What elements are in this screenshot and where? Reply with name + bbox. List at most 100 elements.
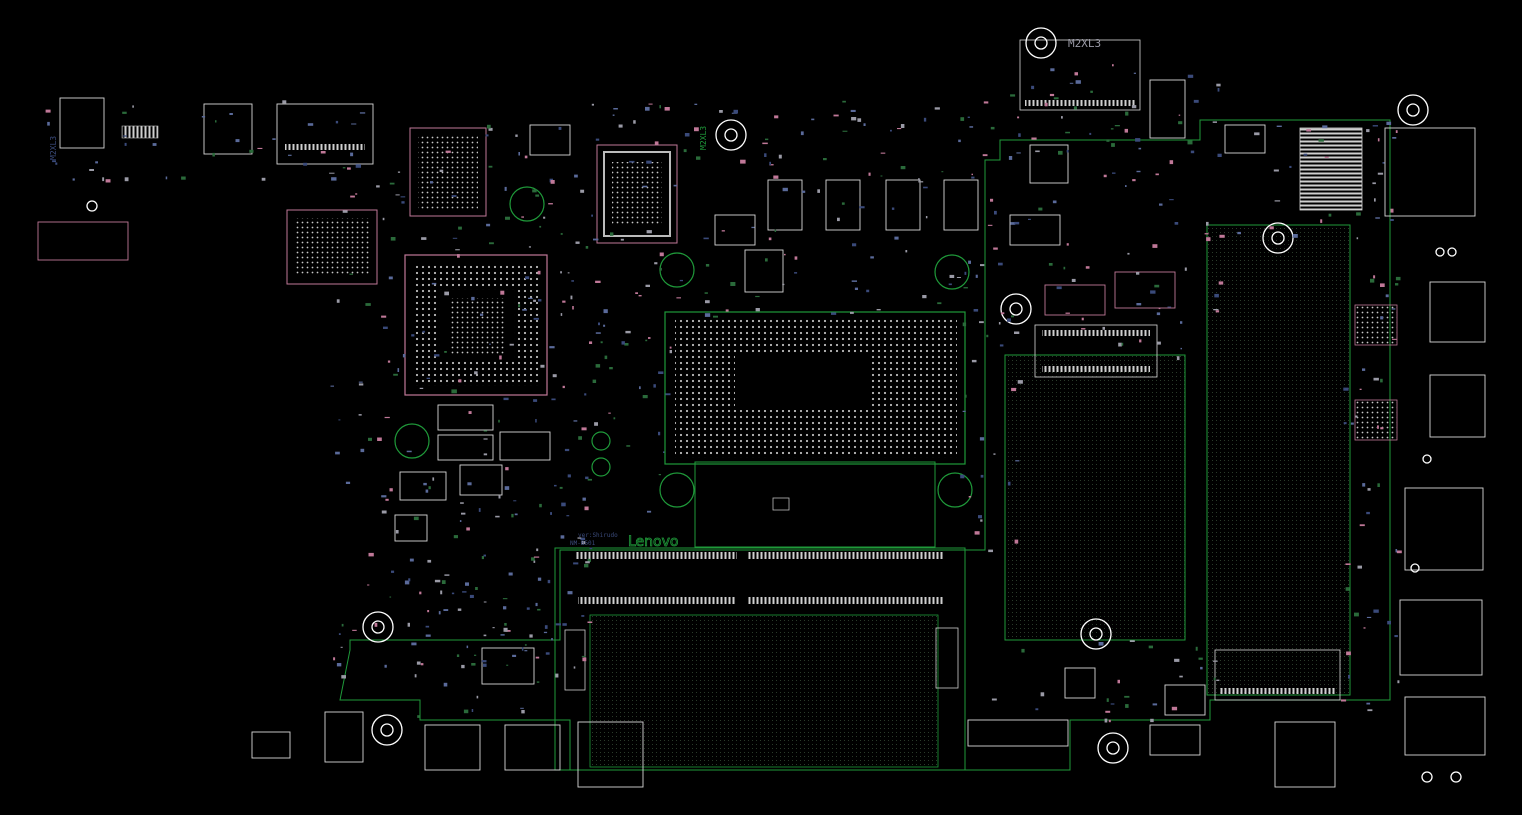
smd-part <box>426 377 431 379</box>
smd-part <box>1014 331 1020 334</box>
smd-part <box>580 189 585 193</box>
smd-part <box>1124 128 1128 133</box>
smd-part <box>355 164 361 168</box>
smd-part <box>555 673 559 678</box>
smd-part <box>124 177 129 182</box>
smd-part <box>471 663 476 666</box>
smd-part <box>124 142 127 146</box>
cpu-package <box>664 311 966 548</box>
smd-part <box>395 530 399 534</box>
smd-part <box>1377 425 1379 429</box>
smd-part <box>504 486 510 490</box>
smd-part <box>1052 200 1057 204</box>
smd-part <box>520 707 524 709</box>
smd-part <box>485 134 489 137</box>
smd-part <box>521 216 524 218</box>
smd-part <box>414 674 417 678</box>
smd-part <box>518 304 521 308</box>
smd-part <box>1014 539 1019 544</box>
smd-part <box>584 393 587 396</box>
smd-part <box>525 276 530 280</box>
smd-part <box>1380 316 1384 320</box>
smd-part <box>592 379 597 383</box>
smd-part <box>537 270 541 275</box>
smd-part <box>612 114 615 116</box>
smd-part <box>1213 677 1216 681</box>
smd-part <box>535 194 540 197</box>
smd-part <box>851 280 857 282</box>
smd-part <box>388 276 393 280</box>
smd-part <box>876 309 881 311</box>
smd-part <box>831 312 837 315</box>
smd-part <box>978 515 982 519</box>
smd-part <box>1066 149 1069 153</box>
smd-part <box>567 474 571 478</box>
smd-part <box>540 364 545 368</box>
smd-part <box>850 311 854 314</box>
smd-part <box>500 290 505 295</box>
smd-part <box>1117 679 1120 684</box>
smd-part <box>419 387 424 389</box>
smd-part <box>990 126 995 130</box>
smd-part <box>595 364 601 368</box>
smd-part <box>721 230 725 232</box>
smd-part <box>577 537 582 539</box>
smd-part <box>1114 125 1120 127</box>
smd-part <box>1169 160 1174 165</box>
smd-part <box>441 580 446 584</box>
smd-part <box>1031 85 1035 90</box>
smd-part <box>1133 72 1136 74</box>
smd-part <box>971 176 975 179</box>
smd-part <box>389 182 395 185</box>
smd-part <box>552 374 557 378</box>
smd-part <box>544 625 548 629</box>
smd-part <box>1367 709 1373 712</box>
smd-part <box>393 373 398 376</box>
smd-part <box>407 622 410 627</box>
smd-part <box>1366 511 1370 515</box>
smd-part <box>1154 284 1160 288</box>
smd-part <box>457 254 460 258</box>
smd-part <box>621 341 625 345</box>
smd-part <box>1377 483 1380 487</box>
smd-part <box>381 495 387 498</box>
smd-part <box>584 506 589 511</box>
smd-part <box>381 315 387 318</box>
smd-part <box>438 611 441 615</box>
smd-part <box>531 557 535 561</box>
io-connectors-right <box>1299 127 1486 756</box>
smd-part <box>587 621 593 623</box>
smd-part <box>1386 121 1392 125</box>
smd-part <box>1069 82 1074 84</box>
gpu-package <box>404 254 548 396</box>
smd-part <box>539 225 542 228</box>
smd-part <box>1112 172 1116 174</box>
smd-part <box>684 133 690 137</box>
smd-part <box>458 226 462 230</box>
smd-part <box>823 158 827 161</box>
smd-part <box>1014 221 1020 225</box>
smd-part <box>1292 234 1298 238</box>
smd-part <box>659 267 662 271</box>
smd-part <box>387 360 391 363</box>
smd-part <box>555 623 561 626</box>
model-label: NM-B501 <box>570 540 596 547</box>
smd-part <box>1343 422 1347 425</box>
smd-part <box>502 598 508 600</box>
smd-part <box>1276 125 1282 127</box>
smd-part <box>483 430 488 432</box>
smd-part <box>1377 138 1380 142</box>
smd-part <box>543 631 548 634</box>
smd-part <box>1348 674 1351 679</box>
smd-part <box>1341 699 1347 702</box>
smd-part <box>1372 182 1376 185</box>
smd-part <box>645 106 650 111</box>
smd-part <box>505 216 510 220</box>
smd-part <box>1254 132 1260 136</box>
m2-label-mid: M2XL3 <box>699 126 708 150</box>
smd-part <box>694 127 699 132</box>
smd-part <box>960 117 965 121</box>
smd-part <box>1397 680 1400 684</box>
smd-part <box>1395 549 1398 553</box>
smd-part <box>782 283 785 286</box>
